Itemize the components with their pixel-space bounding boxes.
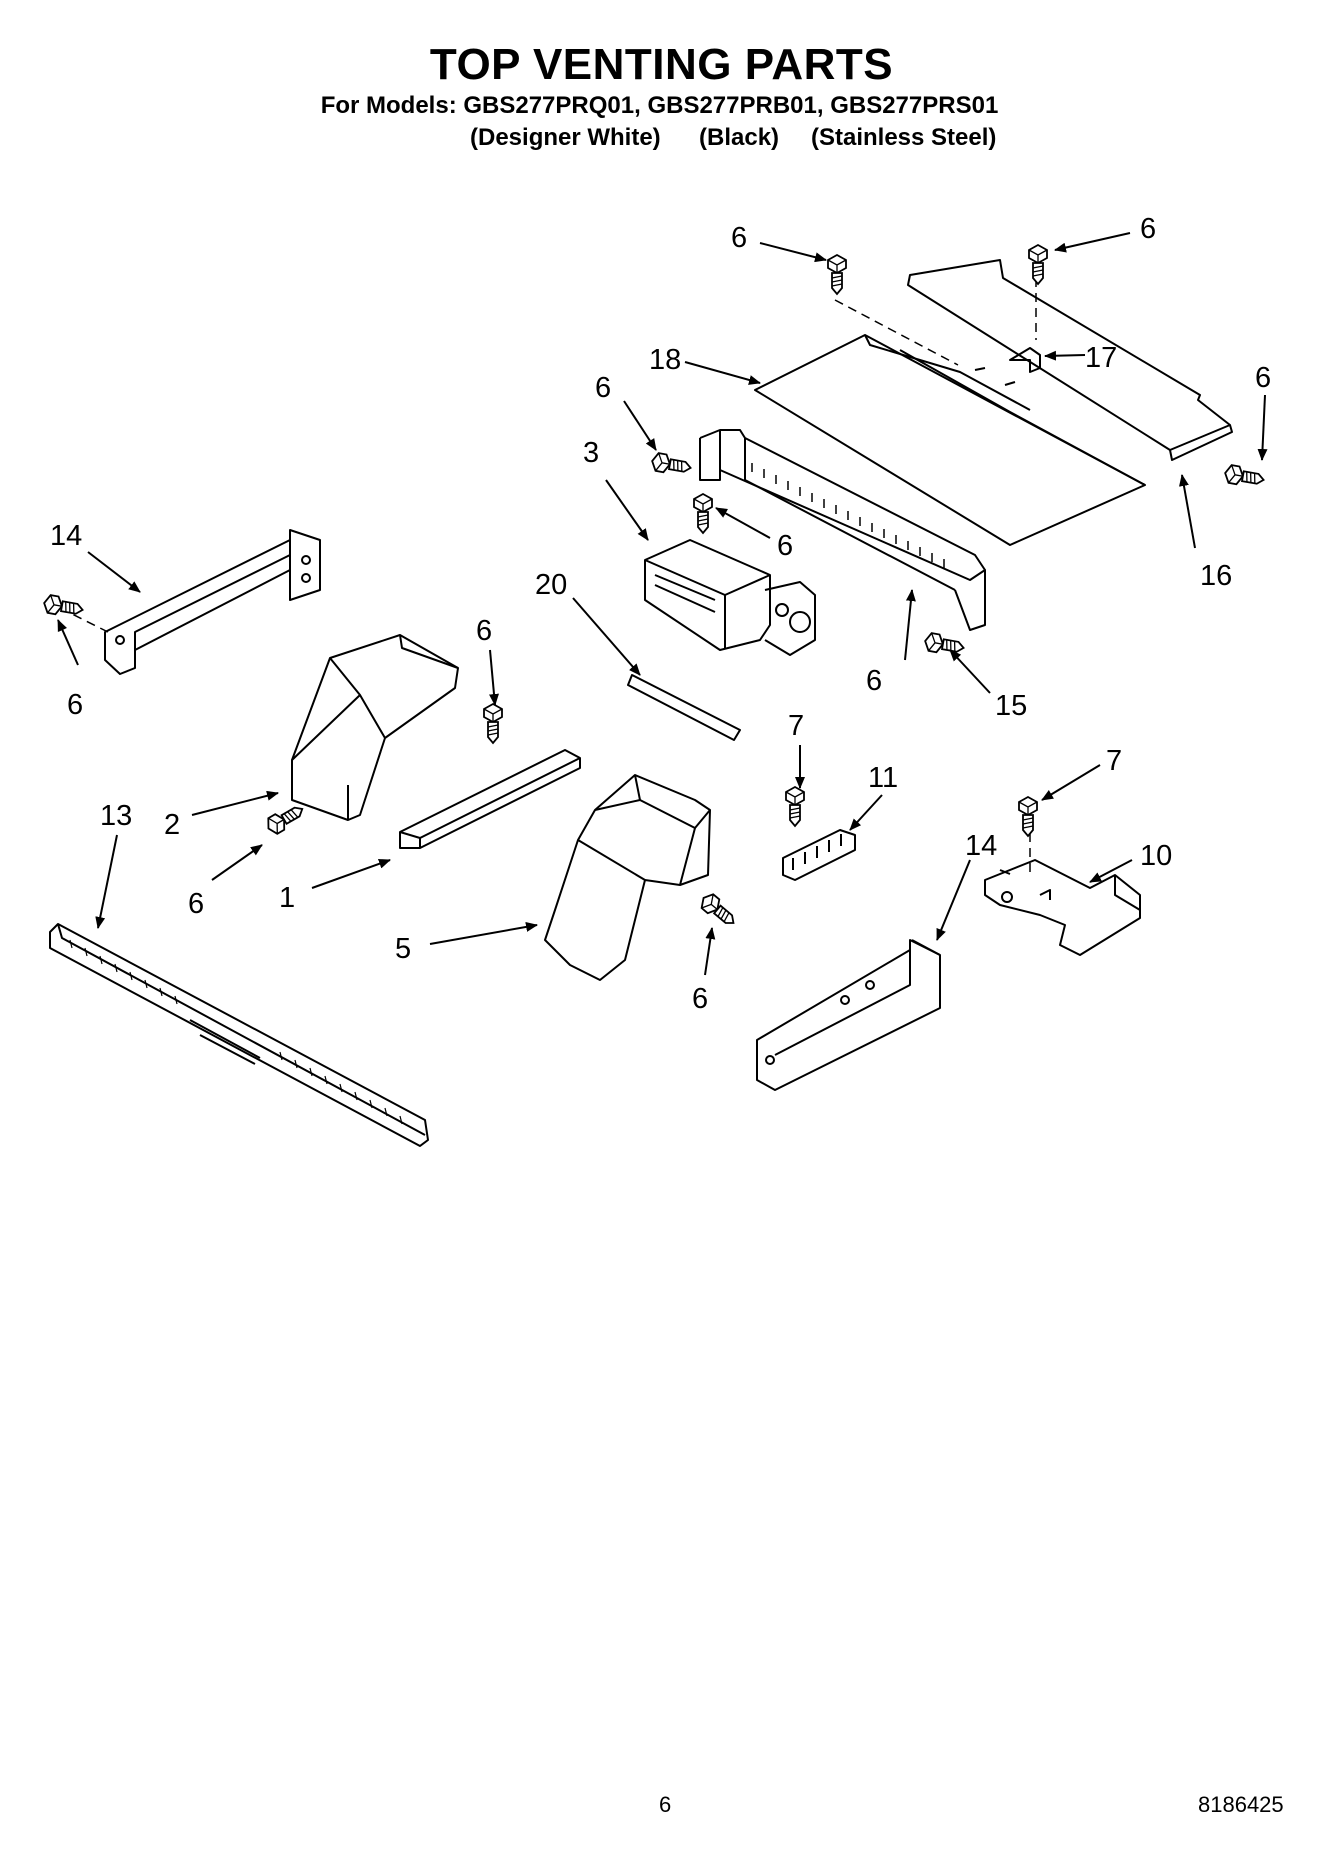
part-11-terminal-block — [782, 829, 856, 881]
callout-18: 18 — [649, 344, 681, 376]
callout-6: 6 — [476, 615, 492, 647]
callout-5: 5 — [395, 933, 411, 965]
callout-6: 15 — [995, 690, 1027, 722]
part-13-vent-grille — [49, 923, 429, 1147]
callout-2: 2 — [164, 809, 180, 841]
part-17-clip — [1009, 347, 1041, 373]
callout-7: 7 — [788, 710, 804, 742]
part-5-duct — [544, 774, 711, 981]
part-18-vent-panel — [754, 334, 1146, 546]
part-1-channel — [399, 749, 581, 849]
page-title: TOP VENTING PARTS — [429, 40, 894, 89]
callout-10: 10 — [1140, 840, 1172, 872]
callout-11: 11 — [868, 762, 898, 794]
part-13-grille-slots — [69, 939, 403, 1125]
part-14-right-bracket — [756, 939, 941, 1091]
callout-7: 7 — [1106, 745, 1122, 777]
callout-17: 17 — [1085, 342, 1117, 374]
callout-6: 6 — [67, 689, 83, 721]
callout-6: 6 — [692, 983, 708, 1015]
callout-6: 6 — [731, 222, 747, 254]
part-16-top-cover — [907, 259, 1233, 461]
callout-15: 6 — [866, 665, 882, 697]
callout-labels: 6 6 18 17 6 6 3 6 16 14 6 15 6 20 6 2 13… — [50, 213, 1271, 1015]
callout-3: 3 — [583, 437, 599, 469]
callout-6: 6 — [1140, 213, 1156, 245]
page-number: 6 — [659, 1792, 672, 1817]
callout-20: 20 — [535, 569, 567, 601]
callout-14: 14 — [50, 520, 82, 552]
color-label-stainless-steel: (Stainless Steel) — [811, 124, 997, 151]
callout-6: 6 — [188, 888, 204, 920]
models-line: For Models: GBS277PRQ01, GBS277PRB01, GB… — [320, 92, 999, 119]
callout-6: 6 — [777, 530, 793, 562]
part-3-valve-assembly — [644, 539, 816, 656]
part-10-mounting-plate — [984, 859, 1141, 956]
document-number: 8186425 — [1198, 1792, 1284, 1817]
callout-6: 6 — [1255, 362, 1271, 394]
part-15-perforated-channel — [699, 429, 986, 631]
callout-14: 14 — [965, 830, 997, 862]
callout-6: 6 — [595, 372, 611, 404]
part-2-angled-duct — [291, 634, 459, 821]
color-label-designer-white: (Designer White) — [470, 124, 661, 151]
leader-arrows — [57, 232, 1268, 976]
color-label-black: (Black) — [699, 124, 780, 151]
part-20-strip — [627, 674, 741, 741]
callout-1: 1 — [279, 882, 295, 914]
callout-16: 16 — [1200, 560, 1232, 592]
part-14-left-bracket — [104, 529, 321, 675]
callout-13: 13 — [100, 800, 132, 832]
part-15-slots — [751, 463, 945, 568]
